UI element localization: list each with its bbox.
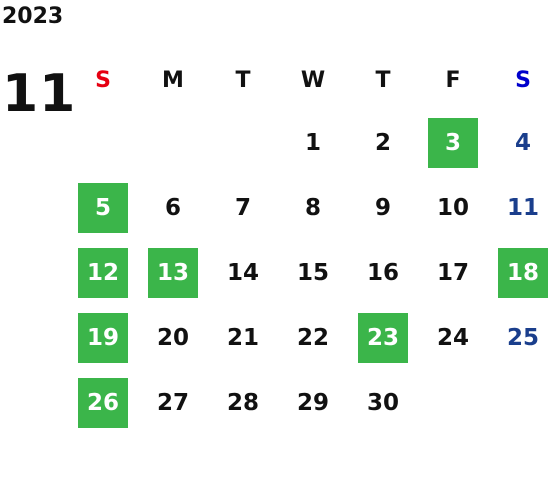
day-cell[interactable]: 27 <box>138 370 208 435</box>
day-number: 9 <box>374 194 391 221</box>
weekday-header: T <box>375 67 391 93</box>
empty-day-cell <box>138 110 208 175</box>
day-cell[interactable]: 22 <box>278 305 348 370</box>
day-number: 25 <box>506 324 539 351</box>
day-number: 29 <box>296 389 329 416</box>
day-number: 15 <box>296 259 329 286</box>
weekday-header: S <box>515 67 531 93</box>
day-number: 28 <box>226 389 259 416</box>
highlighted-day-number: 3 <box>428 117 478 168</box>
day-cell[interactable]: 23 <box>348 305 418 370</box>
day-cell[interactable]: 15 <box>278 240 348 305</box>
day-cell[interactable]: 7 <box>208 175 278 240</box>
day-number: 1 <box>304 129 321 156</box>
highlighted-day-number: 23 <box>358 312 408 363</box>
weekday-header: T <box>235 67 251 93</box>
day-number: 6 <box>164 194 181 221</box>
day-cell[interactable]: 24 <box>418 305 488 370</box>
highlighted-day-number: 5 <box>78 182 128 233</box>
day-number: 21 <box>226 324 259 351</box>
empty-day-cell <box>418 370 488 435</box>
day-cell[interactable]: 8 <box>278 175 348 240</box>
day-cell[interactable]: 25 <box>488 305 548 370</box>
day-number: 16 <box>366 259 399 286</box>
day-number: 24 <box>436 324 469 351</box>
day-cell[interactable]: 28 <box>208 370 278 435</box>
empty-day-cell <box>208 110 278 175</box>
calendar-month: 11 <box>2 64 77 124</box>
day-number: 27 <box>156 389 189 416</box>
day-cell[interactable]: 13 <box>138 240 208 305</box>
day-number: 4 <box>514 129 531 156</box>
weekday-header: M <box>162 67 184 93</box>
day-cell[interactable]: 17 <box>418 240 488 305</box>
weekday-header: W <box>300 67 326 93</box>
day-cell[interactable]: 10 <box>418 175 488 240</box>
day-number: 14 <box>226 259 259 286</box>
day-cell[interactable]: 20 <box>138 305 208 370</box>
highlighted-day-number: 13 <box>148 247 198 298</box>
day-number: 7 <box>234 194 251 221</box>
empty-day-cell <box>68 110 138 175</box>
highlighted-day-number: 12 <box>78 247 128 298</box>
day-number: 30 <box>366 389 399 416</box>
day-number: 17 <box>436 259 469 286</box>
day-cell[interactable]: 30 <box>348 370 418 435</box>
day-cell[interactable]: 9 <box>348 175 418 240</box>
day-cell[interactable]: 2 <box>348 110 418 175</box>
day-cell[interactable]: 19 <box>68 305 138 370</box>
day-cell[interactable]: 11 <box>488 175 548 240</box>
day-number: 22 <box>296 324 329 351</box>
highlighted-day-number: 26 <box>78 377 128 428</box>
day-number: 11 <box>506 194 539 221</box>
day-cell[interactable]: 1 <box>278 110 348 175</box>
calendar-year: 2023 <box>2 4 64 29</box>
day-cell[interactable]: 29 <box>278 370 348 435</box>
weekday-header: S <box>95 67 111 93</box>
highlighted-day-number: 18 <box>498 247 548 298</box>
weekday-header: F <box>445 67 461 93</box>
day-cell[interactable]: 18 <box>488 240 548 305</box>
day-cell[interactable]: 12 <box>68 240 138 305</box>
empty-day-cell <box>488 370 548 435</box>
day-number: 10 <box>436 194 469 221</box>
day-number: 2 <box>374 129 391 156</box>
day-cell[interactable]: 21 <box>208 305 278 370</box>
day-cell[interactable]: 14 <box>208 240 278 305</box>
day-cell[interactable]: 3 <box>418 110 488 175</box>
day-cell[interactable]: 5 <box>68 175 138 240</box>
highlighted-day-number: 19 <box>78 312 128 363</box>
day-number: 8 <box>304 194 321 221</box>
day-number: 20 <box>156 324 189 351</box>
day-cell[interactable]: 16 <box>348 240 418 305</box>
day-cell[interactable]: 26 <box>68 370 138 435</box>
day-cell[interactable]: 6 <box>138 175 208 240</box>
day-cell[interactable]: 4 <box>488 110 548 175</box>
